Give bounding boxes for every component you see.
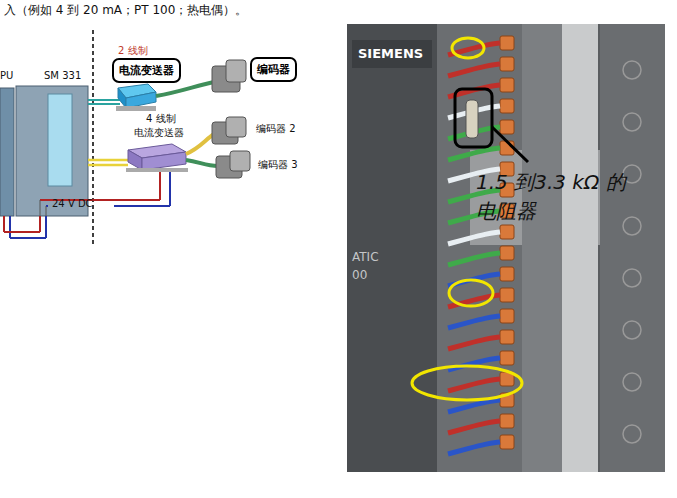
terminal-screw: [500, 435, 514, 449]
transmitter-base: [126, 168, 188, 172]
device-name: 4 线制: [146, 113, 176, 125]
transmitter-4wire: [128, 150, 142, 170]
photo-terminal-block: [437, 24, 522, 472]
signal-wire: [88, 99, 120, 101]
terminal-wire: [448, 379, 500, 391]
photo-cover-strip: [562, 24, 598, 472]
terminal-screw: [500, 99, 514, 113]
resistor-highlight: [455, 89, 492, 147]
transmitter-base: [116, 106, 156, 111]
terminal-wire: [448, 316, 500, 328]
encoder-name: 编码器 2: [256, 123, 296, 135]
supply-wire: [10, 206, 170, 238]
brand-name: SIEMENS: [358, 46, 423, 62]
highlight-ellipse: [452, 38, 484, 58]
device-name: 电流变送器: [134, 127, 184, 139]
terminal-screw: [500, 414, 514, 428]
led-symbol: [623, 61, 641, 79]
encoder-icon: [226, 60, 246, 82]
terminal-wire: [448, 232, 500, 244]
terminal-wire: [448, 148, 500, 160]
transmitter-2wire: [126, 92, 156, 108]
sm331-module: [16, 86, 88, 216]
led-symbol: [623, 165, 641, 183]
supply-wire: [40, 200, 46, 216]
led-symbol: [623, 321, 641, 339]
terminal-screw: [500, 309, 514, 323]
encoder-icon: [230, 151, 250, 171]
encoder-label-box: 编码器: [250, 57, 297, 82]
photo-ground: [347, 24, 665, 472]
supply-wire: [10, 170, 170, 238]
transmitter-2wire: [118, 88, 126, 108]
resistor-callout: 1.5 到3.3 kΩ 的 电阻器: [476, 168, 648, 226]
terminal-screw: [500, 120, 514, 134]
supply-wire: [4, 170, 160, 232]
transmitter-label-box: 2 线制电流变送器: [112, 58, 181, 83]
terminal-screw: [500, 246, 514, 260]
photo-cover: [522, 24, 562, 472]
resistor-symbol: [466, 100, 478, 138]
terminal-screw: [500, 330, 514, 344]
terminal-screw: [500, 36, 514, 50]
signal-wire: [88, 103, 120, 105]
led-symbol: [623, 269, 641, 287]
highlight-ellipse: [412, 366, 522, 400]
cpu-module: [0, 88, 14, 216]
transmitter-4wire: [142, 152, 186, 170]
photo-logo-plate: [352, 40, 432, 68]
signal-wire: [88, 164, 128, 167]
terminal-screw: [500, 351, 514, 365]
leader-line: [492, 127, 528, 162]
intro-text: 入（例如 4 到 20 mA；PT 100；热电偶）。: [4, 3, 247, 17]
boundary-line: [92, 30, 94, 246]
supply-voltage: 24 V DC: [52, 198, 93, 210]
node-label: 电流变送器: [119, 63, 174, 78]
terminal-screw: [500, 225, 514, 239]
terminal-screw: [500, 78, 514, 92]
led-symbol: [623, 425, 641, 443]
photo-text: 00: [352, 268, 367, 282]
photo-module-left: [347, 24, 437, 472]
module-panel: [48, 94, 72, 186]
encoder-icon: [226, 117, 246, 137]
encoder-name: 编码器 3: [258, 159, 298, 171]
photo-text: ATIC: [352, 250, 379, 264]
highlight-ellipse: [449, 280, 493, 306]
terminal-wire: [448, 442, 500, 454]
terminal-wire: [448, 400, 500, 412]
photo-module-right: [600, 24, 665, 472]
sensor-cable: [156, 82, 214, 96]
terminal-wire: [448, 421, 500, 433]
terminal-screw: [500, 267, 514, 281]
node-heading: 2 线制: [118, 44, 148, 58]
terminal-wire: [448, 253, 500, 265]
led-symbol: [623, 217, 641, 235]
led-symbol: [623, 113, 641, 131]
terminal-screw: [500, 288, 514, 302]
module-name: PU: [0, 70, 13, 82]
node-label: 编码器: [257, 62, 290, 77]
module-name: SM 331: [44, 70, 81, 82]
terminal-screw: [500, 57, 514, 71]
terminal-wire: [448, 64, 500, 76]
led-symbol: [623, 373, 641, 391]
signal-wire: [88, 159, 128, 162]
sensor-cable: [186, 160, 218, 166]
sensor-cable: [186, 134, 214, 154]
terminal-wire: [448, 337, 500, 349]
